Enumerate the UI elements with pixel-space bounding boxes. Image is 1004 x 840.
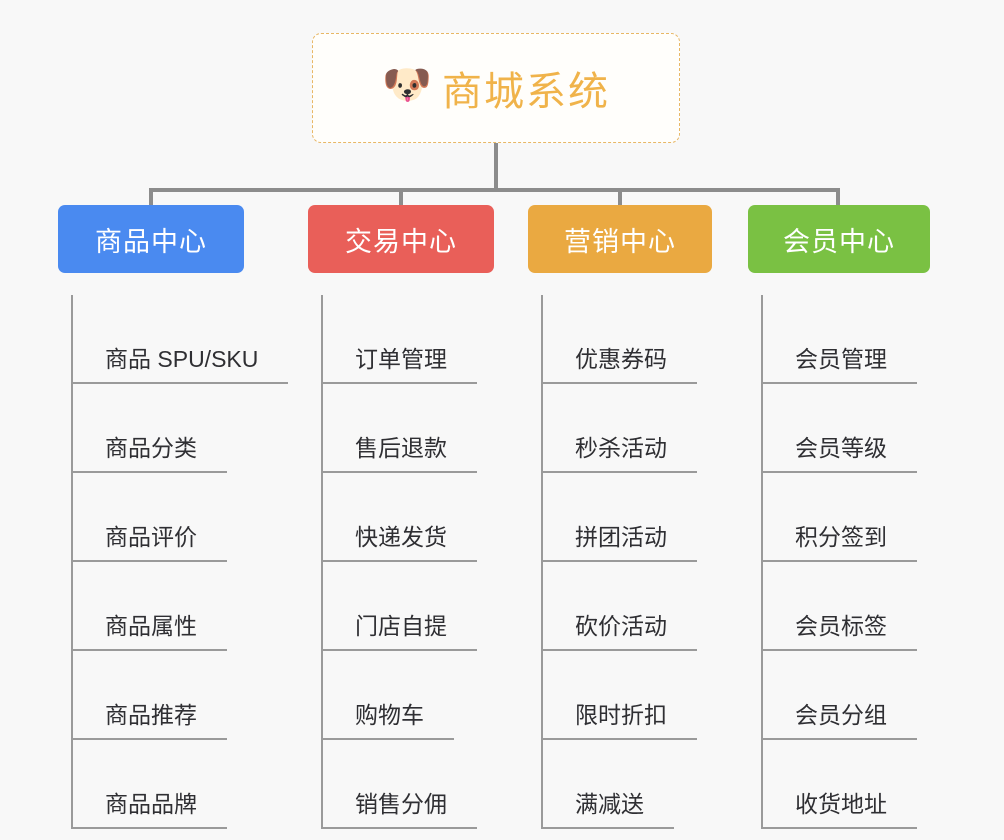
leaf-item-label: 商品分类 — [105, 435, 197, 461]
leaf-item[interactable]: 砍价活动 — [528, 562, 748, 651]
leaf-item-label: 商品评价 — [105, 524, 197, 550]
leaf-item[interactable]: 门店自提 — [308, 562, 528, 651]
leaf-item-label: 会员等级 — [795, 435, 887, 461]
category-header-trade-center[interactable]: 交易中心 — [308, 205, 494, 273]
leaf-item[interactable]: 会员标签 — [748, 562, 968, 651]
leaf-list-trade-center: 订单管理 售后退款 快递发货 门店自提 购物车 销售分佣 — [308, 295, 528, 829]
leaf-item-label: 砍价活动 — [575, 613, 667, 639]
category-header-label: 会员中心 — [783, 226, 895, 257]
leaf-item-label: 会员标签 — [795, 613, 887, 639]
category-header-label: 营销中心 — [564, 226, 676, 257]
root-stem-connector — [494, 143, 498, 191]
category-header-marketing-center[interactable]: 营销中心 — [528, 205, 712, 273]
category-header-label: 商品中心 — [95, 226, 207, 257]
leaf-item-label: 销售分佣 — [355, 791, 447, 817]
leaf-item[interactable]: 售后退款 — [308, 384, 528, 473]
leaf-item-label: 售后退款 — [355, 435, 447, 461]
root-node[interactable]: 🐶 商城系统 — [312, 33, 680, 143]
leaf-item[interactable]: 收货地址 — [748, 740, 968, 829]
branch-spine — [321, 295, 323, 829]
leaf-item[interactable]: 订单管理 — [308, 295, 528, 384]
leaf-item[interactable]: 销售分佣 — [308, 740, 528, 829]
shiba-dog-face-icon: 🐶 — [382, 63, 432, 107]
leaf-item[interactable]: 商品属性 — [58, 562, 304, 651]
leaf-item[interactable]: 商品分类 — [58, 384, 304, 473]
drop-connector-1 — [399, 188, 403, 208]
branch-column-product-center: 商品中心 商品 SPU/SKU 商品分类 商品评价 商品属性 商品推荐 商品品牌 — [58, 205, 304, 829]
leaf-item-label: 快递发货 — [355, 524, 447, 550]
leaf-item-label: 收货地址 — [795, 791, 887, 817]
leaf-item[interactable]: 积分签到 — [748, 473, 968, 562]
leaf-item-label: 积分签到 — [795, 524, 887, 550]
leaf-item-label: 商品 SPU/SKU — [105, 346, 259, 372]
leaf-item-label: 商品属性 — [105, 613, 197, 639]
horizontal-bus-connector — [150, 188, 840, 192]
branch-column-trade-center: 交易中心 订单管理 售后退款 快递发货 门店自提 购物车 销售分佣 — [308, 205, 528, 829]
leaf-item-label: 门店自提 — [355, 613, 447, 639]
leaf-list-member-center: 会员管理 会员等级 积分签到 会员标签 会员分组 收货地址 — [748, 295, 968, 829]
drop-connector-2 — [618, 188, 622, 208]
leaf-item[interactable]: 商品评价 — [58, 473, 304, 562]
drop-connector-0 — [149, 188, 153, 208]
leaf-item-label: 拼团活动 — [575, 524, 667, 550]
leaf-item-label: 商品推荐 — [105, 702, 197, 728]
leaf-list-product-center: 商品 SPU/SKU 商品分类 商品评价 商品属性 商品推荐 商品品牌 — [58, 295, 304, 829]
leaf-item[interactable]: 会员管理 — [748, 295, 968, 384]
branch-column-member-center: 会员中心 会员管理 会员等级 积分签到 会员标签 会员分组 收货地址 — [748, 205, 968, 829]
leaf-item-label: 秒杀活动 — [575, 435, 667, 461]
leaf-item-label: 会员管理 — [795, 346, 887, 372]
leaf-list-marketing-center: 优惠券码 秒杀活动 拼团活动 砍价活动 限时折扣 满减送 — [528, 295, 748, 829]
leaf-item-label: 满减送 — [575, 791, 644, 817]
root-node-title: 商城系统 — [442, 70, 610, 114]
leaf-item[interactable]: 商品推荐 — [58, 651, 304, 740]
leaf-item-label: 商品品牌 — [105, 791, 197, 817]
leaf-item[interactable]: 购物车 — [308, 651, 528, 740]
leaf-item[interactable]: 限时折扣 — [528, 651, 748, 740]
drop-connector-3 — [836, 188, 840, 208]
category-header-product-center[interactable]: 商品中心 — [58, 205, 244, 273]
leaf-item[interactable]: 会员等级 — [748, 384, 968, 473]
leaf-item[interactable]: 商品 SPU/SKU — [58, 295, 304, 384]
leaf-item[interactable]: 秒杀活动 — [528, 384, 748, 473]
leaf-item-label: 购物车 — [355, 702, 424, 728]
branch-column-marketing-center: 营销中心 优惠券码 秒杀活动 拼团活动 砍价活动 限时折扣 满减送 — [528, 205, 748, 829]
category-header-member-center[interactable]: 会员中心 — [748, 205, 930, 273]
category-header-label: 交易中心 — [345, 226, 457, 257]
leaf-item[interactable]: 拼团活动 — [528, 473, 748, 562]
leaf-item-label: 订单管理 — [355, 346, 447, 372]
leaf-item-label: 会员分组 — [795, 702, 887, 728]
leaf-item[interactable]: 快递发货 — [308, 473, 528, 562]
leaf-item-label: 优惠券码 — [575, 346, 667, 372]
branch-spine — [541, 295, 543, 829]
branch-spine — [761, 295, 763, 829]
leaf-item[interactable]: 会员分组 — [748, 651, 968, 740]
branch-spine — [71, 295, 73, 829]
leaf-item[interactable]: 商品品牌 — [58, 740, 304, 829]
leaf-item[interactable]: 优惠券码 — [528, 295, 748, 384]
leaf-item[interactable]: 满减送 — [528, 740, 748, 829]
leaf-item-label: 限时折扣 — [575, 702, 667, 728]
